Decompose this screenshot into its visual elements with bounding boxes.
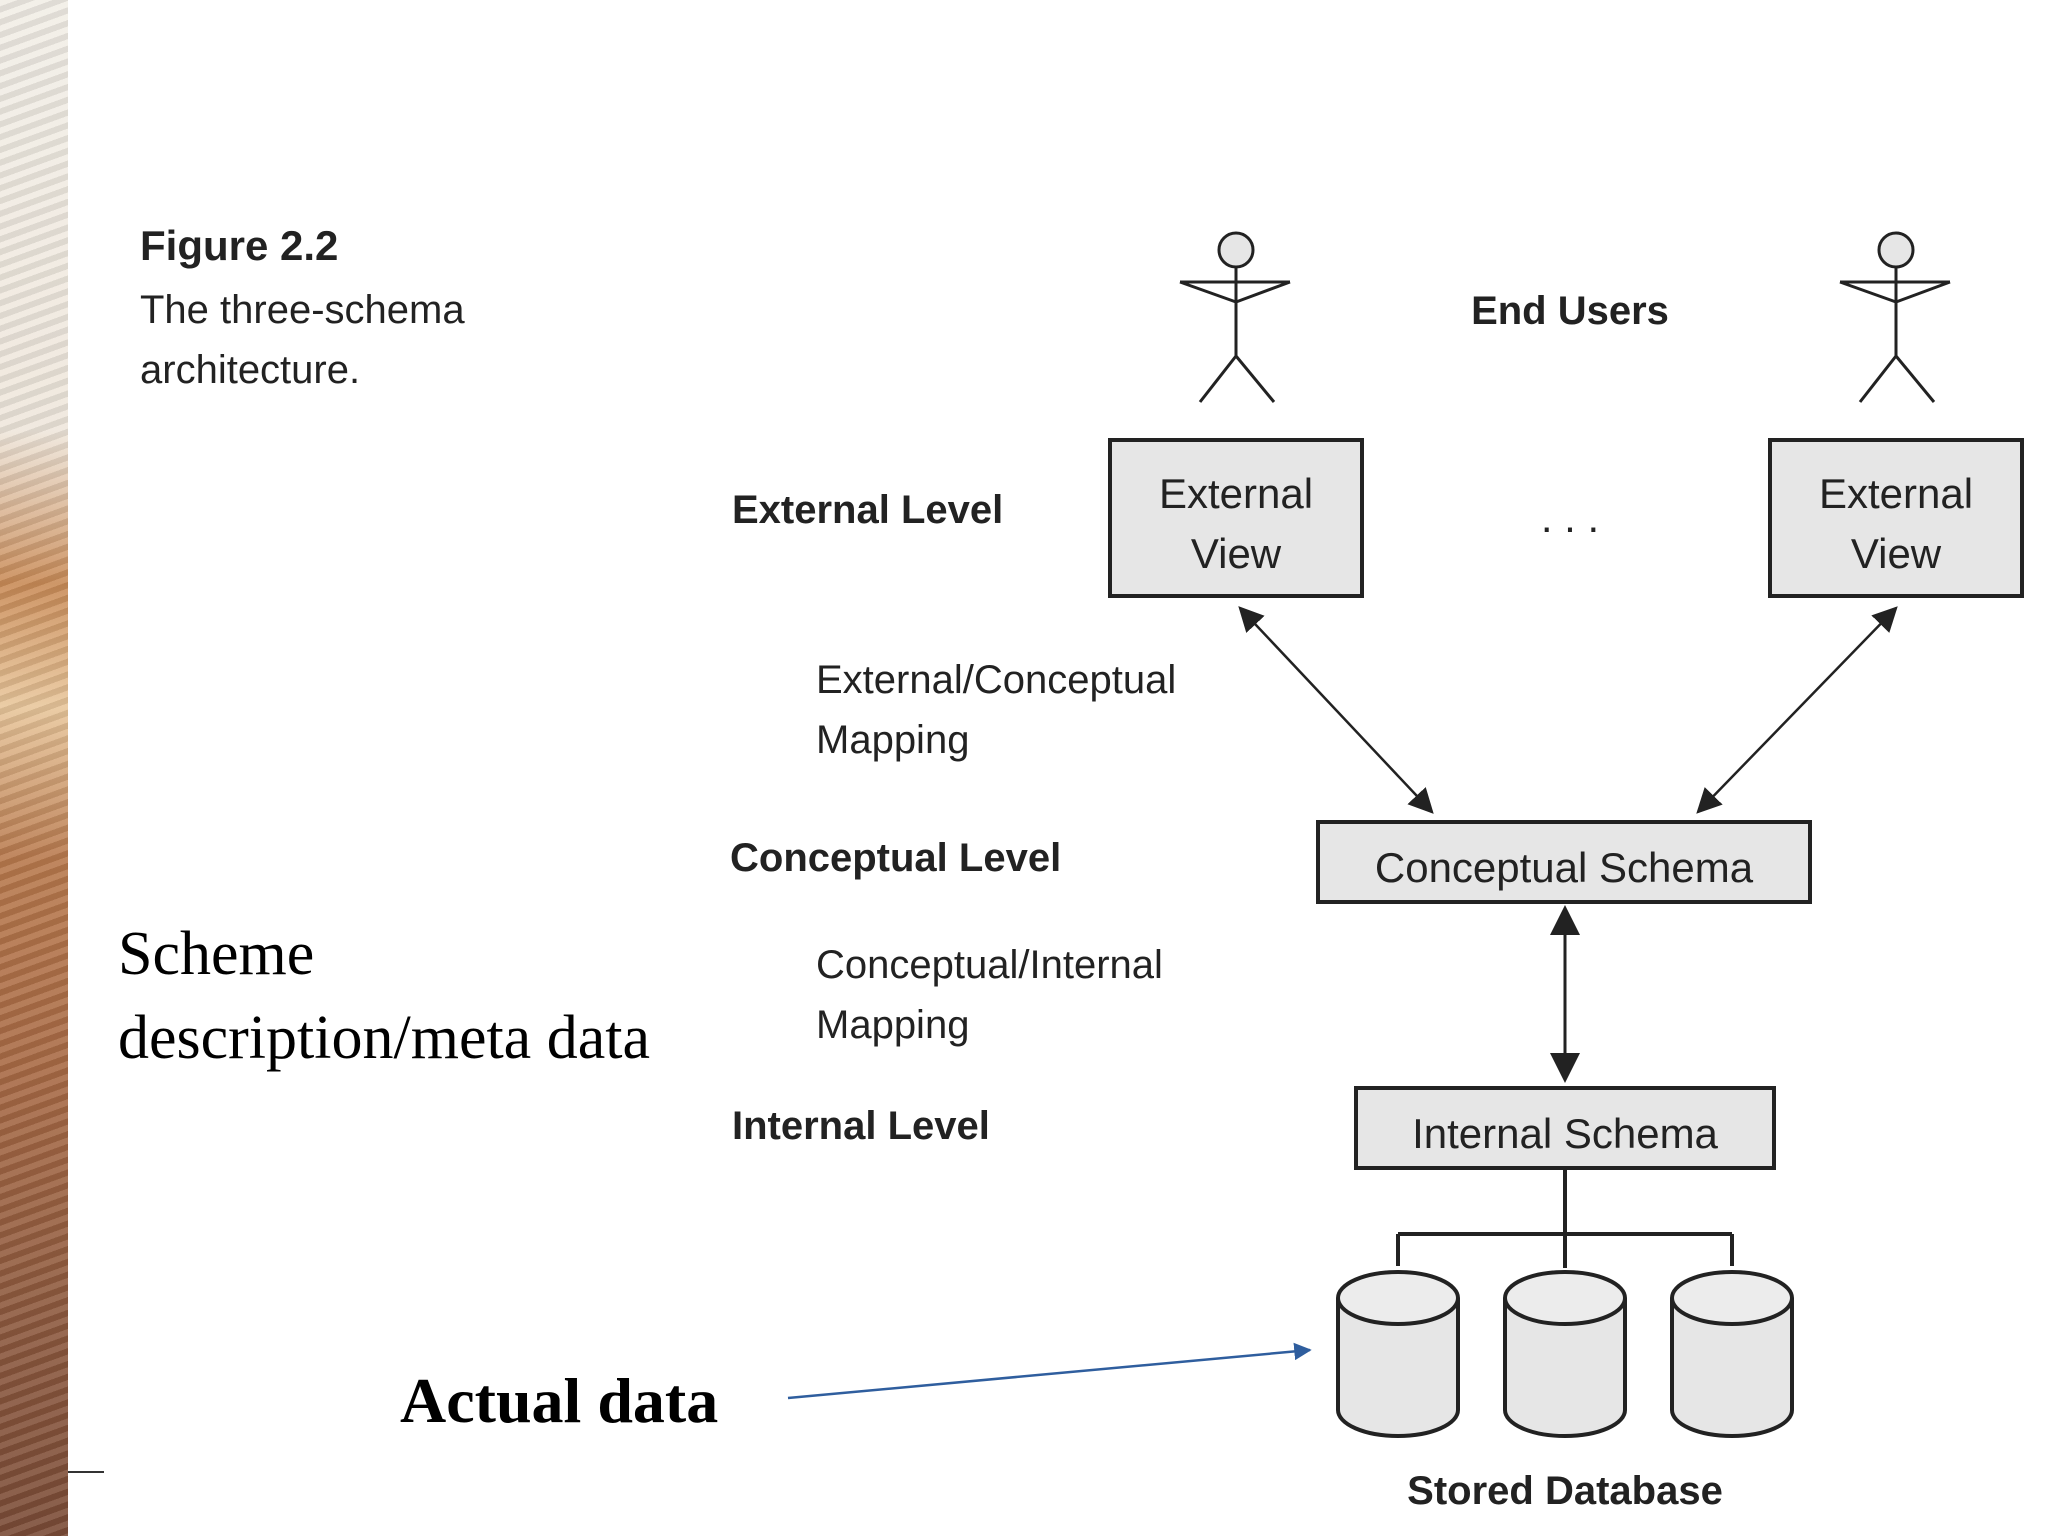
database-cylinder-icon — [1336, 1270, 1460, 1438]
conceptual-schema-label: Conceptual Schema — [1375, 844, 1754, 891]
internal-schema-box — [1354, 1086, 1776, 1170]
internal-schema-label: Internal Schema — [1412, 1110, 1718, 1157]
external-conceptual-mapping-label: External/Conceptual Mapping — [816, 650, 1176, 770]
external-view-right-label: View — [1851, 530, 1942, 577]
external-view-right-box — [1768, 438, 2024, 598]
end-user-right-icon — [1839, 231, 1951, 403]
figure-caption-line: The three-schema — [140, 288, 465, 332]
external-conceptual-arrow-right — [1696, 606, 1898, 814]
scheme-annotation-line: Scheme — [118, 920, 315, 988]
actual-data-annotation: Actual data — [400, 1365, 719, 1436]
external-view-right-label: External — [1819, 470, 1973, 517]
scheme-annotation-line: description/meta data — [118, 1004, 650, 1072]
internal-level-label: Internal Level — [732, 1104, 990, 1148]
stored-database-label: Stored Database — [1407, 1469, 1723, 1513]
external-conceptual-arrow-left — [1238, 606, 1434, 814]
actual-data-arrow — [787, 1342, 1312, 1400]
conceptual-internal-mapping-label: Conceptual/Internal Mapping — [816, 935, 1163, 1055]
figure-caption: The three-schema architecture. — [140, 280, 465, 400]
external-view-left-label: View — [1191, 530, 1282, 577]
desert-background-strip — [0, 0, 68, 1536]
database-connector — [1396, 1170, 1734, 1268]
external-view-left-box — [1108, 438, 1364, 598]
ellipsis: . . . — [1541, 494, 1599, 541]
conceptual-schema-box — [1316, 820, 1812, 904]
conceptual-level-label: Conceptual Level — [730, 836, 1062, 880]
external-view-left-label: External — [1159, 470, 1313, 517]
mapping-line: Conceptual/Internal — [816, 943, 1163, 987]
mapping-line: Mapping — [816, 1003, 970, 1047]
mapping-line: Mapping — [816, 718, 970, 762]
figure-title: Figure 2.2 — [140, 222, 339, 269]
scheme-annotation: Scheme description/meta data — [118, 912, 650, 1080]
mapping-line: External/Conceptual — [816, 658, 1177, 702]
end-user-left-icon — [1179, 231, 1291, 403]
figure-caption-line: architecture. — [140, 348, 361, 392]
end-users-label: End Users — [1471, 289, 1669, 333]
database-cylinder-icon — [1503, 1270, 1627, 1438]
external-level-label: External Level — [732, 488, 1004, 532]
database-cylinder-icon — [1670, 1270, 1794, 1438]
